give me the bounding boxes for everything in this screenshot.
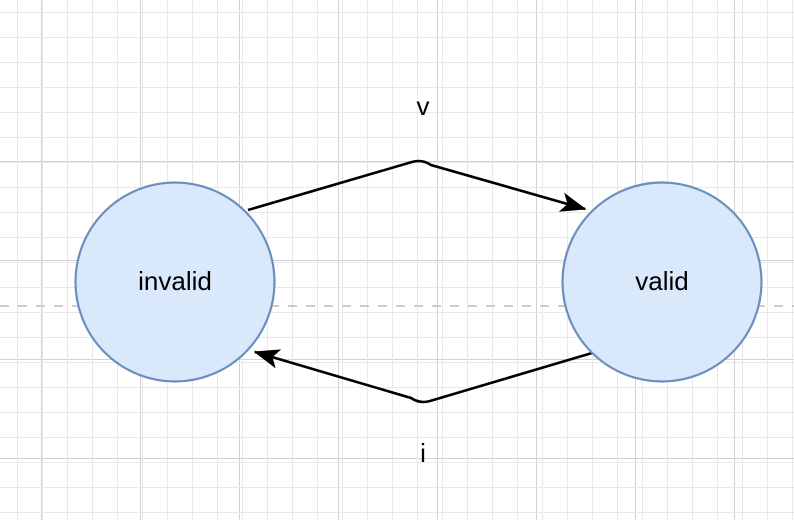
edge-invalid-to-valid[interactable] — [247, 159, 587, 212]
edge-label-i: i — [420, 438, 426, 468]
node-invalid-label: invalid — [138, 266, 212, 296]
node-valid-shape[interactable] — [561, 181, 763, 383]
node-invalid-shape[interactable] — [74, 181, 276, 383]
node-valid-label: valid — [635, 266, 688, 296]
edge-label-v: v — [417, 91, 430, 121]
node-valid[interactable]: valid — [561, 181, 763, 383]
edge-valid-to-invalid[interactable] — [253, 349, 593, 404]
node-invalid[interactable]: invalid — [74, 181, 276, 383]
